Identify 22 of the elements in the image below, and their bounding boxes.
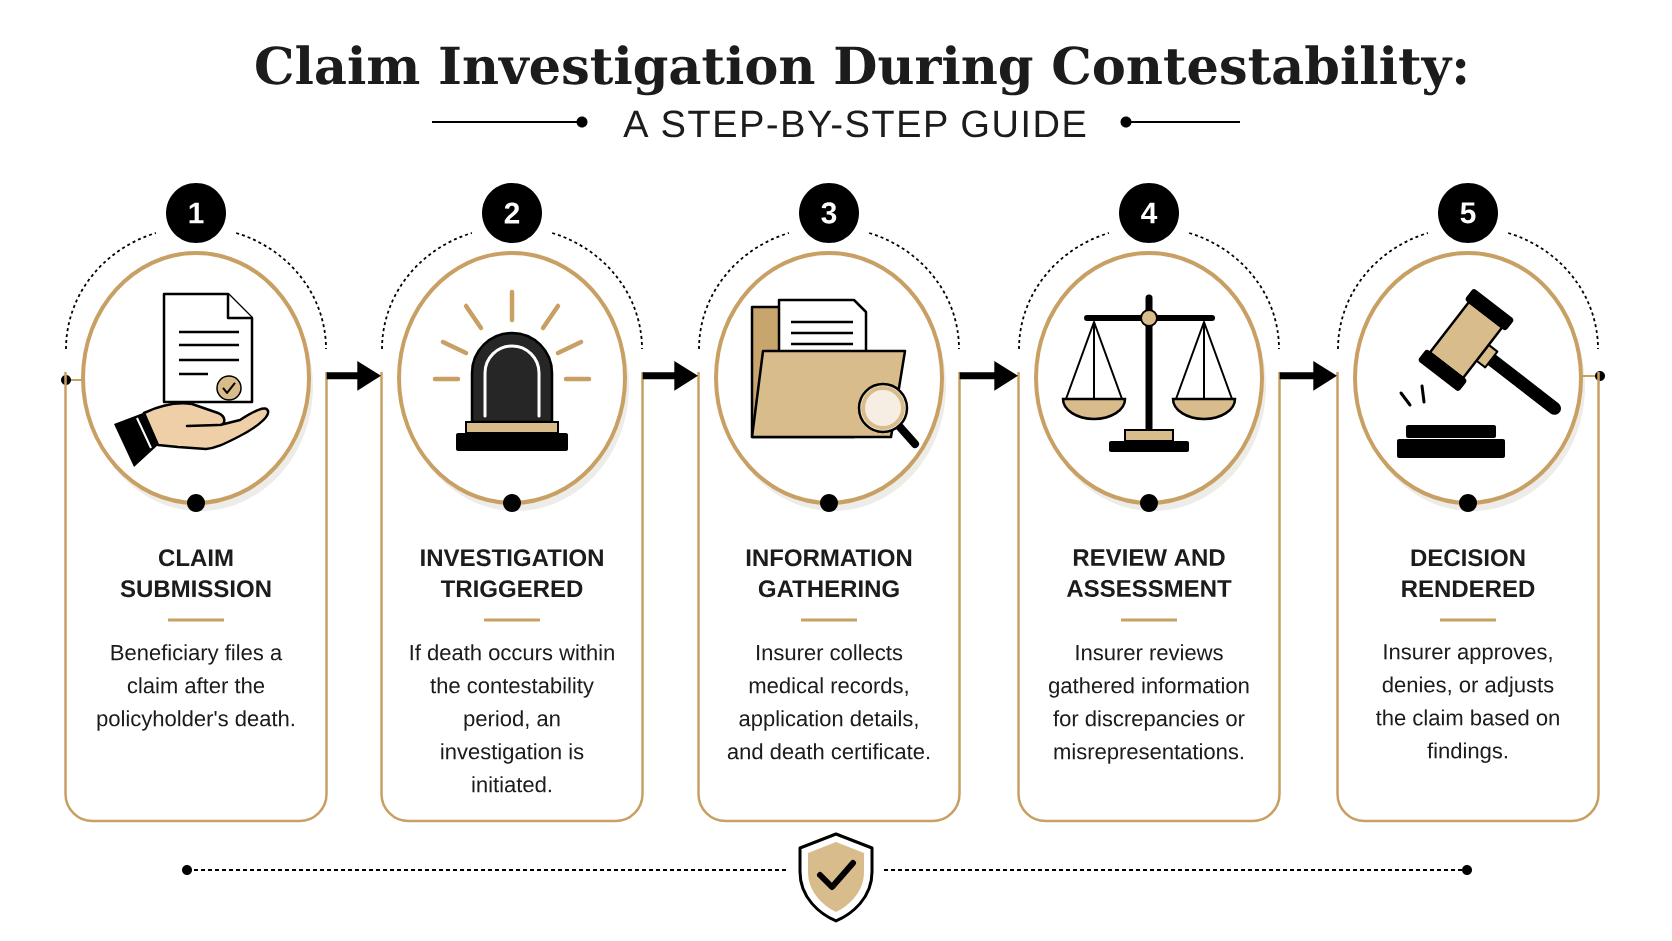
step-card bbox=[380, 372, 644, 823]
step-card bbox=[697, 372, 961, 823]
step-description: Beneficiary files a claim after the policyholder's death. bbox=[97, 644, 294, 731]
step-description: Insurer approves, denies, or adjusts the claim based on findings. bbox=[1376, 644, 1559, 763]
step-title: INFORMATION GATHERING bbox=[746, 549, 912, 598]
step-title: INVESTIGATION TRIGGERED bbox=[421, 549, 603, 598]
number-badge: 2 bbox=[482, 183, 542, 243]
number-badge: 3 bbox=[799, 183, 859, 243]
step-title: REVIEW AND ASSESSMENT bbox=[1066, 549, 1232, 597]
step-description: Insurer reviews gathered information for discrepancies or misrepresentations. bbox=[1049, 644, 1249, 764]
title: Claim Investigation During Contestability: bbox=[256, 45, 1466, 96]
step-description: If death occurs within the contestability period, an investigation is initiated. bbox=[410, 644, 614, 793]
number-badge: 5 bbox=[1438, 183, 1498, 243]
step-card bbox=[1017, 372, 1281, 823]
step-title: CLAIM SUBMISSION bbox=[120, 549, 271, 598]
subtitle: A STEP-BY-STEP GUIDE bbox=[623, 110, 1086, 138]
step-card bbox=[1336, 372, 1600, 823]
number-badge: 1 bbox=[166, 183, 226, 243]
step-card bbox=[64, 372, 328, 823]
step-description: Insurer collects medical records, application details, and death certificate. bbox=[727, 644, 930, 760]
number-badge: 4 bbox=[1119, 183, 1179, 243]
step-title: DECISION RENDERED bbox=[1402, 549, 1535, 597]
